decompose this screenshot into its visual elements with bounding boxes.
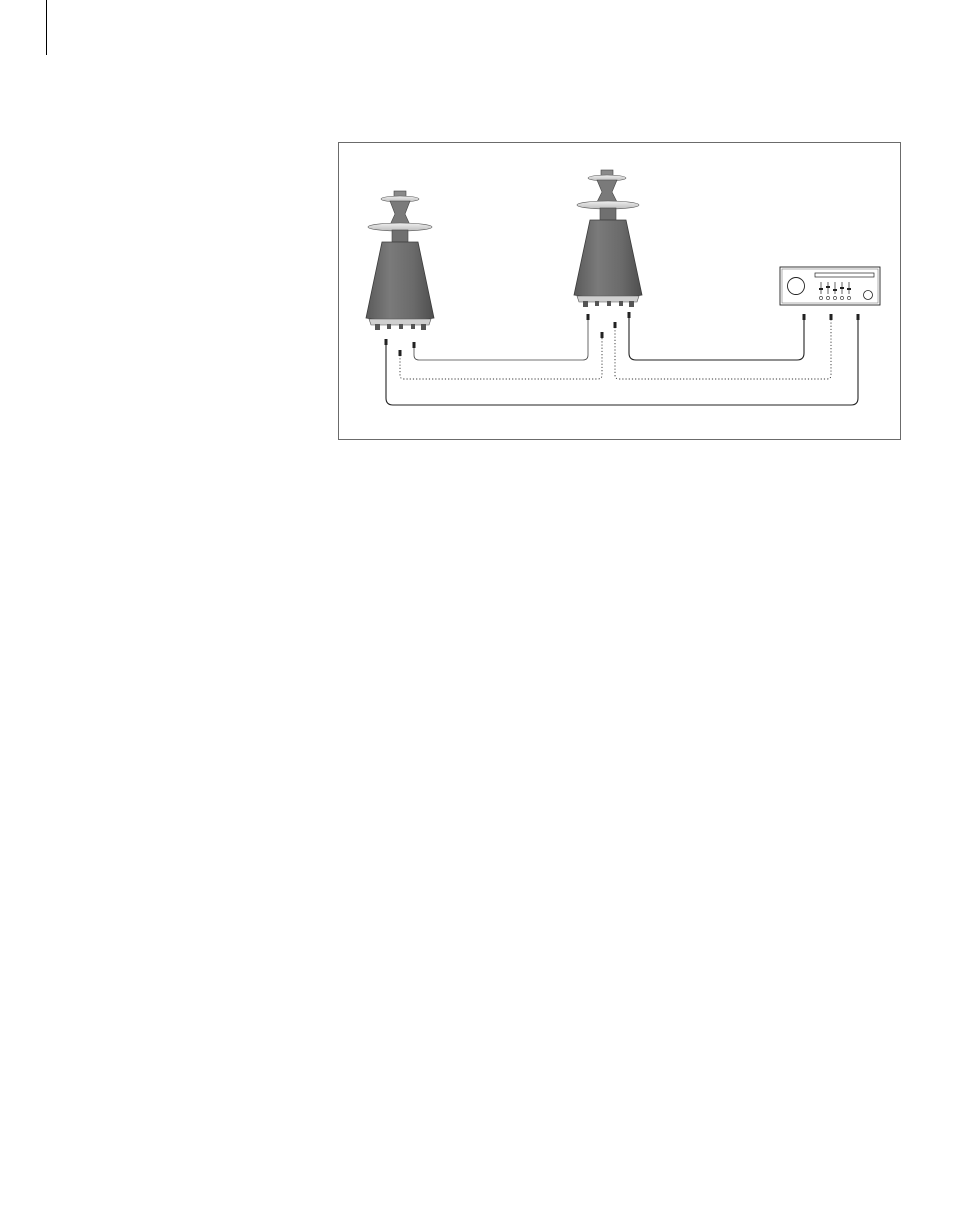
cable-left-to-right-speaker [414, 319, 588, 360]
cable-right-to-amplifier-dotted [615, 319, 831, 379]
cable-right-speaker-to-amplifier [629, 317, 804, 360]
right-speaker [574, 170, 642, 307]
connection-diagram-figure [338, 142, 901, 440]
margin-rule [46, 0, 47, 55]
cable-left-to-amplifier-dotted [400, 337, 602, 379]
amplifier [780, 267, 880, 305]
left-speaker [366, 191, 434, 330]
connection-diagram-svg [339, 143, 902, 441]
cable-connectors [385, 312, 860, 356]
cable-left-to-amplifier-solid [386, 319, 858, 405]
